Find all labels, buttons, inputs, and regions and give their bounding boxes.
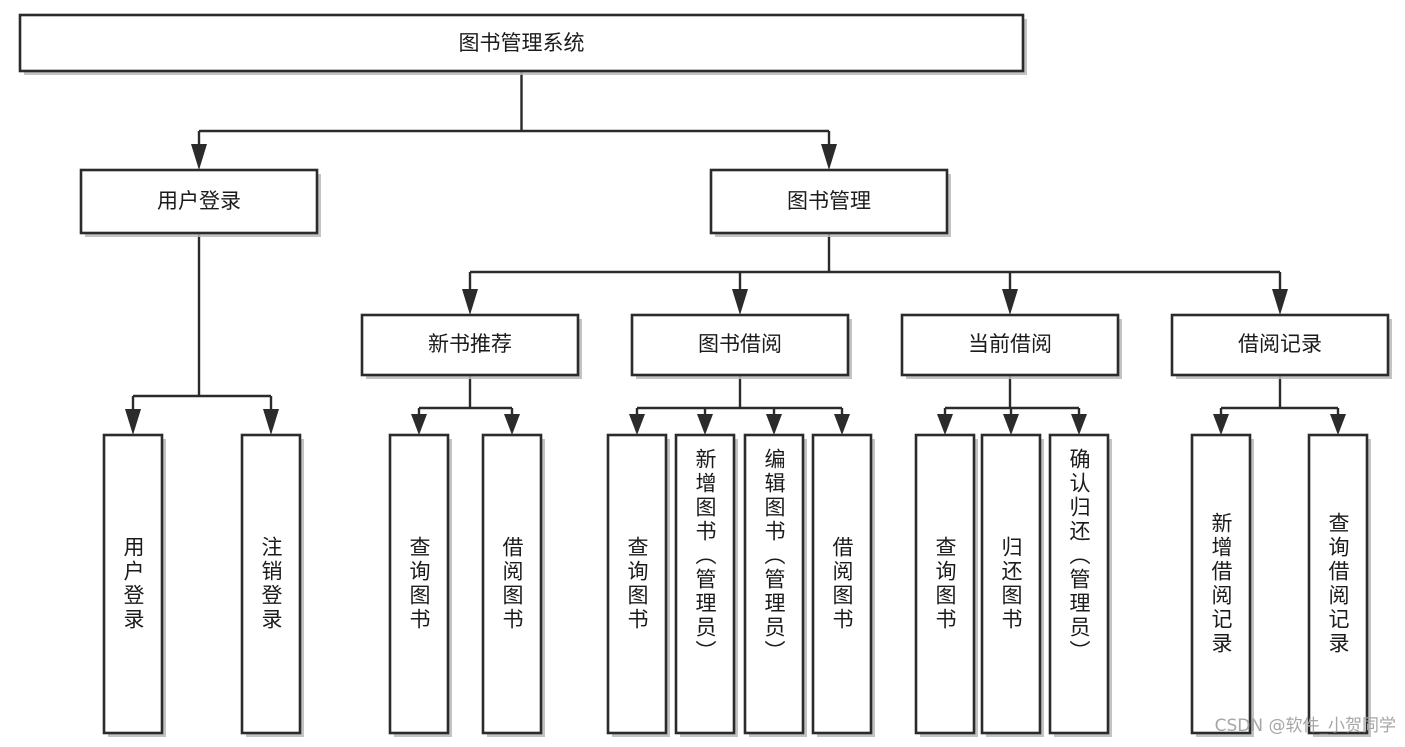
arrow-to-leaf-query-book-cur: [937, 414, 953, 435]
leaf-borrow-book[interactable]: 借阅图书: [811, 433, 875, 737]
leaf-query-book-cur[interactable]: 查询图书: [914, 433, 978, 737]
edge-bookmanage-to-level3: [462, 233, 1288, 315]
leaf-box: [102, 433, 164, 735]
current-borrow-box: [900, 313, 1120, 377]
leaf-box: [980, 433, 1042, 735]
leaf-box: [914, 433, 976, 735]
watermark-label: CSDN @软件_小贺同学: [1215, 716, 1396, 736]
node-new-book-rec[interactable]: 新书推荐: [360, 313, 582, 379]
arrow-to-leaf-user-login: [125, 409, 141, 435]
edge-layer: [125, 71, 1346, 435]
arrow-to-book-manage: [821, 144, 837, 170]
leaf-box: [1048, 433, 1110, 735]
node-book-manage[interactable]: 图书管理: [709, 168, 951, 237]
leaf-box: [811, 433, 873, 735]
edge-bookborrow-to-leaves: [629, 375, 850, 435]
borrow-record-box: [1170, 313, 1390, 377]
leaf-label: 用户登录: [121, 536, 145, 632]
leaf-label: 新增图书（管理员）: [693, 448, 717, 664]
arrow-to-leaf-query-record: [1330, 414, 1346, 435]
leaf-label: 归还图书: [999, 536, 1023, 632]
node-current-borrow[interactable]: 当前借阅: [900, 313, 1122, 379]
arrow-to-borrow-record: [1272, 289, 1288, 315]
leaf-label: 查询图书: [625, 536, 649, 632]
arrow-to-leaf-edit-book: [766, 414, 782, 435]
leaf-query-book-rec[interactable]: 查询图书: [388, 433, 452, 737]
current-borrow-label: 当前借阅: [968, 332, 1052, 356]
leaf-label: 新增借阅记录: [1209, 512, 1233, 656]
arrow-to-leaf-query-book-rec: [411, 414, 427, 435]
arrow-to-user-login: [191, 144, 207, 170]
arrow-to-book-borrow: [732, 289, 748, 315]
leaf-label: 确认归还（管理员）: [1067, 448, 1091, 664]
leaf-box: [606, 433, 668, 735]
node-borrow-record[interactable]: 借阅记录: [1170, 313, 1392, 379]
node-root[interactable]: 图书管理系统: [18, 13, 1027, 75]
book-manage-label: 图书管理: [787, 189, 871, 213]
leaf-borrow-book-rec[interactable]: 借阅图书: [481, 433, 545, 737]
leaf-return-book[interactable]: 归还图书: [980, 433, 1044, 737]
arrow-to-new-book-rec: [462, 289, 478, 315]
arrow-to-leaf-confirm-return: [1071, 414, 1087, 435]
leaf-box: [240, 433, 302, 735]
borrow-record-label: 借阅记录: [1238, 332, 1322, 356]
edge-borrowrecord-to-leaves: [1213, 375, 1346, 435]
book-borrow-box: [630, 313, 850, 377]
arrow-to-leaf-borrow-book-rec: [504, 414, 520, 435]
leaf-box: [674, 433, 736, 735]
new-book-rec-box: [360, 313, 580, 377]
leaf-edit-book[interactable]: 编辑图书（管理员）: [743, 433, 807, 737]
arrow-to-leaf-borrow-book: [834, 414, 850, 435]
leaf-label: 借阅图书: [500, 536, 524, 632]
node-book-borrow[interactable]: 图书借阅: [630, 313, 852, 379]
user-login-label: 用户登录: [157, 189, 241, 213]
leaf-box: [388, 433, 450, 735]
new-book-rec-label: 新书推荐: [428, 332, 512, 356]
root-label: 图书管理系统: [459, 31, 585, 55]
arrow-to-leaf-return-book: [1003, 414, 1019, 435]
node-user-login[interactable]: 用户登录: [79, 168, 321, 237]
arrow-to-leaf-query-book-borrow: [629, 414, 645, 435]
leaf-label: 查询借阅记录: [1326, 512, 1350, 656]
leaf-box: [1190, 433, 1252, 735]
leaf-box: [481, 433, 543, 735]
leaf-logout[interactable]: 注销登录: [240, 433, 304, 737]
user-login-box: [79, 168, 319, 235]
arrow-to-leaf-logout: [263, 409, 279, 435]
leaf-label: 查询图书: [933, 536, 957, 632]
leaf-box: [743, 433, 805, 735]
leaf-label: 查询图书: [407, 536, 431, 632]
root-box: [18, 13, 1025, 73]
arrow-to-leaf-add-record: [1213, 414, 1229, 435]
edge-currentborrow-to-leaves: [937, 375, 1087, 435]
leaf-label: 借阅图书: [830, 536, 854, 632]
edge-root-to-level2: [191, 71, 837, 170]
leaf-confirm-return[interactable]: 确认归还（管理员）: [1048, 433, 1112, 737]
leaf-add-record[interactable]: 新增借阅记录: [1190, 433, 1254, 737]
leaf-query-record[interactable]: 查询借阅记录: [1307, 433, 1371, 737]
leaf-add-book[interactable]: 新增图书（管理员）: [674, 433, 738, 737]
node-layer: 图书管理系统 用户登录 图书管理 新书推荐: [18, 13, 1392, 737]
edge-newbookrec-to-leaves: [411, 375, 520, 435]
edge-userlogin-to-leaves: [125, 233, 279, 435]
arrow-to-leaf-add-book: [697, 414, 713, 435]
arrow-to-current-borrow: [1002, 289, 1018, 315]
leaf-label: 编辑图书（管理员）: [762, 448, 786, 664]
book-manage-box: [709, 168, 949, 235]
leaf-user-login[interactable]: 用户登录: [102, 433, 166, 737]
book-borrow-label: 图书借阅: [698, 332, 782, 356]
leaf-label: 注销登录: [259, 536, 283, 632]
leaf-query-book-borrow[interactable]: 查询图书: [606, 433, 670, 737]
leaf-box: [1307, 433, 1369, 735]
